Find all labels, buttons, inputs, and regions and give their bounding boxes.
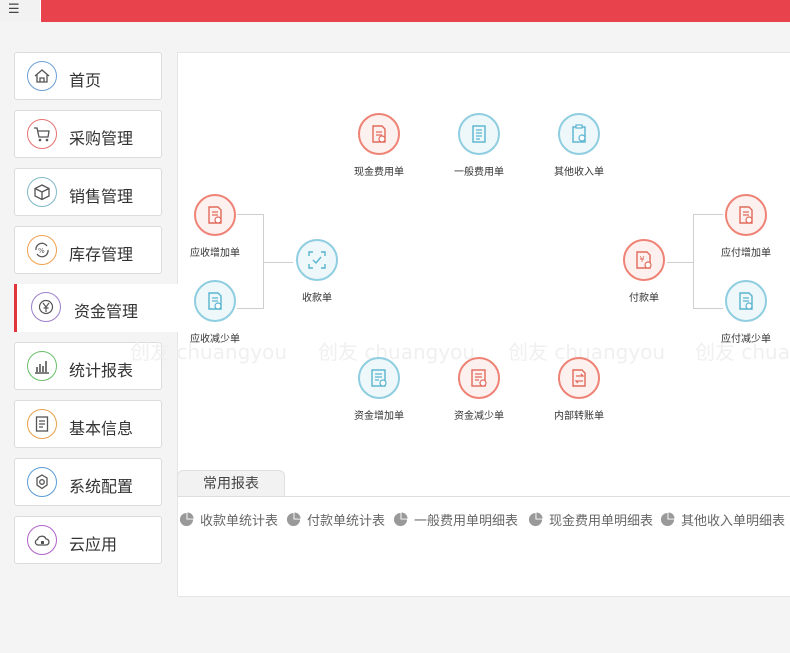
sidebar-item-purchase[interactable]: 采购管理 [14, 110, 162, 158]
flow-node-label: 内部转账单 [554, 411, 604, 422]
flow-node-general-expense[interactable]: 一般费用单 [434, 113, 524, 178]
flow-node-label: 应收减少单 [190, 334, 240, 345]
report-link-label: 其他收入单明细表 [681, 514, 786, 529]
flow-node-label: 应付增加单 [721, 248, 771, 259]
flow-node-label: 其他收入单 [554, 167, 604, 178]
sidebar-item-reports[interactable]: 统计报表 [14, 342, 162, 390]
report-link-general-expense-detail[interactable]: 一般费用单明细表 [393, 510, 518, 529]
sidebar-item-label: 库存管理 [69, 245, 134, 264]
connector-line [237, 308, 263, 309]
funds-increase-icon [358, 357, 400, 399]
document-icon [27, 409, 57, 439]
home-icon [27, 61, 57, 91]
cash-expense-icon [358, 113, 400, 155]
svg-text:¥: ¥ [640, 255, 645, 264]
flow-node-receipt[interactable]: 收款单 [272, 239, 362, 304]
flow-node-label: 资金减少单 [454, 411, 504, 422]
flow-node-other-income[interactable]: 其他收入单 [534, 113, 624, 178]
report-link-label: 收款单统计表 [200, 514, 279, 529]
flow-node-label: 应付减少单 [721, 334, 771, 345]
top-bar: ☰ [0, 0, 790, 22]
flow-node-funds-decrease[interactable]: 资金减少单 [434, 357, 524, 422]
report-link-cash-expense-detail[interactable]: 现金费用单明细表 [528, 510, 653, 529]
flow-node-label: 收款单 [302, 293, 332, 304]
flow-node-payable-increase[interactable]: 应付增加单 [701, 194, 790, 259]
sidebar-item-funds[interactable]: 资金管理 [14, 284, 184, 332]
sidebar-item-label: 销售管理 [69, 187, 134, 206]
flow-node-label: 现金费用单 [354, 167, 404, 178]
cloud-icon [27, 525, 57, 555]
pie-chart-icon [393, 512, 408, 527]
flow-node-funds-increase[interactable]: 资金增加单 [334, 357, 424, 422]
sidebar-item-home[interactable]: 首页 [14, 52, 162, 100]
settings-icon [27, 467, 57, 497]
flow-node-receivable-decrease[interactable]: 应收减少单 [170, 280, 260, 345]
general-expense-icon [458, 113, 500, 155]
flow-node-cash-expense[interactable]: 现金费用单 [334, 113, 424, 178]
sidebar-item-label: 采购管理 [69, 129, 134, 148]
connector-line [237, 214, 263, 215]
connector-line [263, 262, 293, 263]
scan-receipt-icon [296, 239, 338, 281]
flow-node-label: 应收增加单 [190, 248, 240, 259]
hamburger-icon: ☰ [8, 2, 20, 17]
report-link-label: 一般费用单明细表 [414, 514, 519, 529]
payable-increase-icon [725, 194, 767, 236]
report-link-payment-stats[interactable]: 付款单统计表 [286, 510, 385, 529]
payable-decrease-icon [725, 280, 767, 322]
connector-line [667, 262, 693, 263]
sidebar-item-settings[interactable]: 系统配置 [14, 458, 162, 506]
flow-node-label: 一般费用单 [454, 167, 504, 178]
inventory-icon: % [27, 235, 57, 265]
sidebar-item-cloud[interactable]: 云应用 [14, 516, 162, 564]
tab-common-reports[interactable]: 常用报表 [177, 470, 285, 497]
menu-toggle-button[interactable]: ☰ [0, 0, 40, 22]
flow-node-internal-transfer[interactable]: 内部转账单 [534, 357, 624, 422]
connector-line [693, 214, 723, 215]
report-link-receipt-stats[interactable]: 收款单统计表 [179, 510, 278, 529]
box-icon [27, 177, 57, 207]
sidebar-item-label: 首页 [69, 71, 102, 90]
sidebar-item-label: 资金管理 [74, 302, 139, 321]
transfer-icon [558, 357, 600, 399]
pie-chart-icon [528, 512, 543, 527]
tab-divider [177, 496, 790, 497]
bar-chart-icon [27, 351, 57, 381]
pie-chart-icon [660, 512, 675, 527]
sidebar-item-label: 统计报表 [69, 361, 134, 380]
sidebar-item-label: 基本信息 [69, 419, 134, 438]
payment-icon: ¥ [623, 239, 665, 281]
sidebar-item-sales[interactable]: 销售管理 [14, 168, 162, 216]
flow-node-receivable-increase[interactable]: 应收增加单 [170, 194, 260, 259]
other-income-icon [558, 113, 600, 155]
flow-node-label: 付款单 [629, 293, 659, 304]
flow-node-payment[interactable]: ¥ 付款单 [599, 239, 689, 304]
report-link-other-income-detail[interactable]: 其他收入单明细表 [660, 510, 785, 529]
yen-icon [31, 292, 61, 322]
sidebar-item-label: 云应用 [69, 535, 118, 554]
connector-line [263, 214, 264, 309]
pie-chart-icon [286, 512, 301, 527]
sidebar-item-label: 系统配置 [69, 477, 134, 496]
sidebar-item-basic-info[interactable]: 基本信息 [14, 400, 162, 448]
pie-chart-icon [179, 512, 194, 527]
report-link-label: 付款单统计表 [307, 514, 386, 529]
receivable-increase-icon [194, 194, 236, 236]
connector-line [693, 214, 694, 309]
flow-node-label: 资金增加单 [354, 411, 404, 422]
receivable-decrease-icon [194, 280, 236, 322]
flow-node-payable-decrease[interactable]: 应付减少单 [701, 280, 790, 345]
cart-icon [27, 119, 57, 149]
report-link-label: 现金费用单明细表 [549, 514, 654, 529]
header-banner [41, 0, 790, 22]
sidebar-item-inventory[interactable]: % 库存管理 [14, 226, 162, 274]
funds-decrease-icon [458, 357, 500, 399]
connector-line [693, 308, 723, 309]
svg-text:%: % [38, 247, 45, 255]
